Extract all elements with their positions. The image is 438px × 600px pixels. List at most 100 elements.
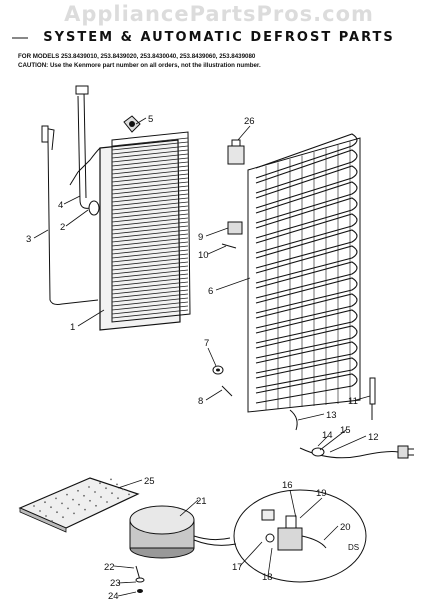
evaporator-fin xyxy=(111,297,189,307)
pan-dot xyxy=(128,493,130,496)
condenser-tube xyxy=(255,277,358,314)
condenser-tube xyxy=(255,357,358,389)
pan-dot xyxy=(116,483,118,486)
evaporator-fin xyxy=(111,245,189,255)
callout-2: 2 xyxy=(60,222,65,233)
pan-dot xyxy=(33,505,35,507)
pan-dot xyxy=(44,501,46,504)
temperature-sensor-part xyxy=(369,377,376,420)
callout-16: 16 xyxy=(282,480,293,491)
pan-dot xyxy=(94,491,96,493)
callout-23: 23 xyxy=(110,578,121,589)
relay-overload-part xyxy=(233,489,367,583)
condenser-tube xyxy=(255,293,358,329)
callout-21: 21 xyxy=(196,496,207,507)
pan-dot xyxy=(67,507,69,510)
screw-part xyxy=(221,385,233,397)
evaporator-fin xyxy=(111,229,189,239)
leader-line xyxy=(205,227,229,237)
callout-17: 17 xyxy=(232,562,243,573)
condenser-bracket-part xyxy=(221,221,243,249)
drain-pan-part xyxy=(18,477,140,533)
evaporator-fin xyxy=(111,289,189,299)
callout-25: 25 xyxy=(144,476,155,487)
leader-line xyxy=(299,497,323,519)
callout-22: 22 xyxy=(104,562,115,573)
pan-dot xyxy=(83,494,85,497)
condenser-tube xyxy=(255,309,358,344)
evaporator-fin xyxy=(111,153,189,163)
pan-dot xyxy=(66,493,68,496)
callout-19: 19 xyxy=(316,488,327,499)
mounting-hardware-part xyxy=(135,565,145,593)
callout-13: 13 xyxy=(326,410,337,421)
evaporator-fin xyxy=(111,201,189,211)
leader-line xyxy=(117,581,137,584)
pan-dot xyxy=(73,512,75,515)
evaporator-fin xyxy=(111,193,189,203)
evaporator-fin xyxy=(111,269,189,279)
callout-8: 8 xyxy=(198,396,203,407)
callout-18: 18 xyxy=(262,572,273,583)
evaporator-fin xyxy=(111,173,189,183)
evaporator-fin xyxy=(111,185,189,195)
pan-dot xyxy=(106,501,108,503)
pan-dot xyxy=(62,516,64,519)
evaporator-fin xyxy=(111,181,189,191)
evaporator-fin xyxy=(111,253,189,263)
callout-20: 20 xyxy=(340,522,351,533)
condenser-tube xyxy=(255,213,358,254)
power-cord-part xyxy=(289,409,414,459)
evaporator-fin xyxy=(111,157,189,167)
leader-line xyxy=(117,479,143,489)
pan-dot xyxy=(110,478,112,481)
leader-line xyxy=(65,209,89,227)
evaporator-fin xyxy=(111,261,189,271)
evaporator-fin xyxy=(111,137,189,147)
pan-dot xyxy=(122,488,124,491)
evaporator-fin xyxy=(111,149,189,159)
leader-line xyxy=(239,541,263,567)
callout-6: 6 xyxy=(208,286,213,297)
callout-11: 11 xyxy=(348,396,358,407)
evaporator-fin xyxy=(111,225,189,235)
evaporator-fin xyxy=(111,293,189,303)
callout-15: 15 xyxy=(340,425,351,436)
callout-1: 1 xyxy=(70,322,75,333)
evaporator-fin xyxy=(111,165,189,175)
evaporator-fin xyxy=(111,277,189,287)
leader-line xyxy=(329,435,367,453)
evaporator-fin xyxy=(111,241,189,251)
evaporator-fin xyxy=(111,281,189,291)
leader-line xyxy=(215,277,251,291)
evaporator-fin xyxy=(111,177,189,187)
callout-3: 3 xyxy=(26,234,31,245)
pan-dot xyxy=(72,498,74,501)
leader-line xyxy=(207,245,227,255)
pan-dot xyxy=(78,503,80,506)
evaporator-fin xyxy=(111,233,189,243)
evaporator-fin xyxy=(111,209,189,219)
pan-dot xyxy=(77,489,79,492)
grommet-part xyxy=(212,365,224,375)
pan-dot xyxy=(100,496,102,498)
caution-line: CAUTION: Use the Kenmore part number on … xyxy=(18,62,261,69)
condenser-tube xyxy=(255,165,358,209)
callout-4: 4 xyxy=(58,200,63,211)
leader-line xyxy=(355,395,371,401)
leader-line xyxy=(205,389,223,401)
pan-dot xyxy=(105,487,107,490)
leader-line xyxy=(135,117,147,125)
callout-labels: 1 2 3 4 5 6 7 8 9 10 11 12 13 14 15 16 1… xyxy=(26,114,379,600)
leader-line xyxy=(207,347,217,367)
evaporator-fin xyxy=(111,161,189,171)
pan-dot xyxy=(117,497,119,500)
leader-line xyxy=(319,429,347,451)
pan-dot xyxy=(61,502,63,505)
pan-dot xyxy=(45,515,47,517)
heater-clip-part xyxy=(123,115,141,133)
evaporator-fin xyxy=(111,141,189,151)
leader-line xyxy=(317,435,329,447)
condenser-tube xyxy=(255,149,358,194)
